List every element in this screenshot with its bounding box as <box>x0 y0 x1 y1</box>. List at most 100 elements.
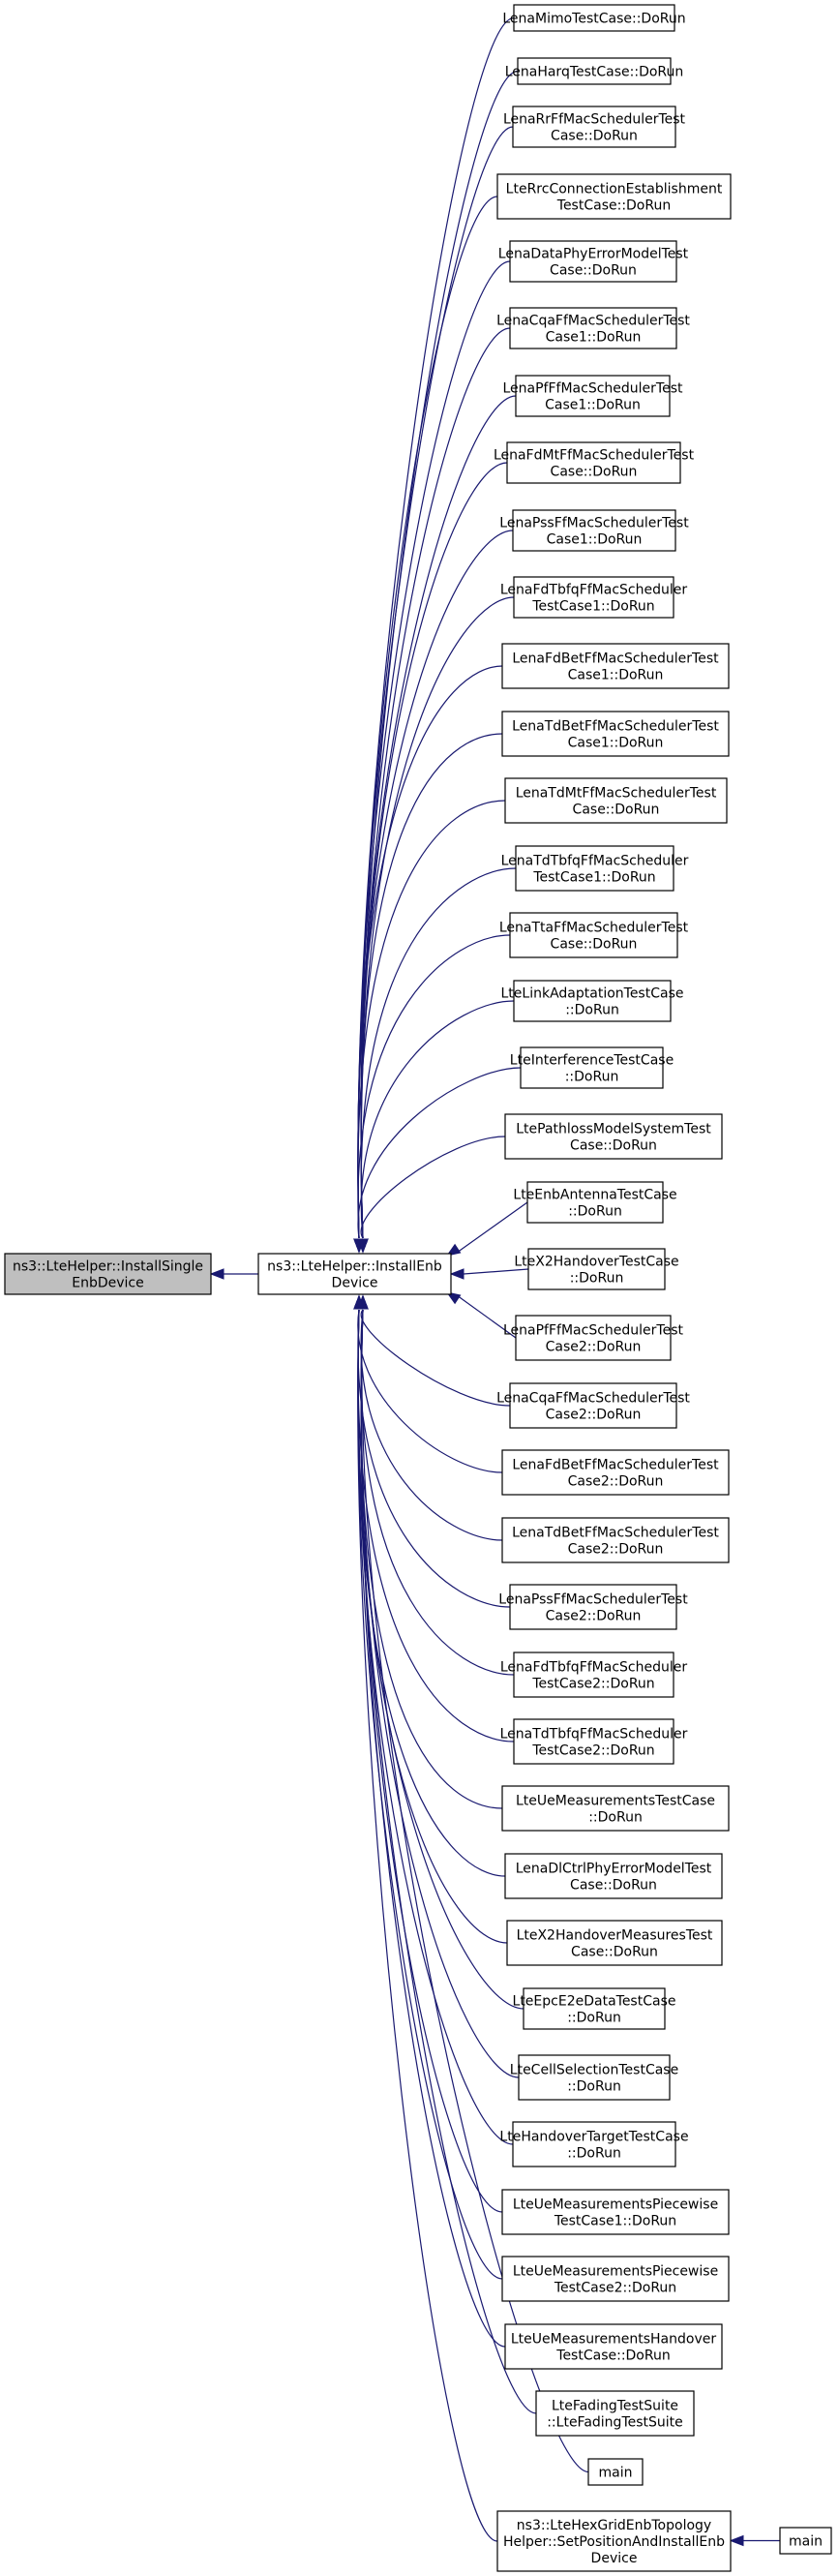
caller-node-box <box>513 576 674 619</box>
caller-node[interactable]: LteUeMeasurementsPiecewiseTestCase2::DoR… <box>501 2256 730 2302</box>
caller-node-label-line: ns3::LteHexGridEnbTopology <box>517 2518 711 2533</box>
caller-node-label-line: ::DoRun <box>567 2146 621 2162</box>
caller-node[interactable]: LenaMimoTestCase::DoRun <box>502 4 686 32</box>
caller-node-box <box>587 2458 644 2486</box>
main-caller-node[interactable]: main <box>779 2527 832 2555</box>
caller-node-label-line: TestCase1::DoRun <box>532 870 655 886</box>
caller-node-label-line: LteFadingTestSuite <box>552 2399 678 2414</box>
call-edge-arrow <box>449 1268 464 1280</box>
caller-node-label-line: Case2::DoRun <box>568 1542 664 1558</box>
call-edges <box>209 16 780 2547</box>
call-edge <box>360 462 508 1239</box>
caller-node-label-line: Device <box>591 2551 638 2566</box>
caller-node[interactable]: LteRrcConnectionEstablishmentTestCase::D… <box>496 173 732 220</box>
caller-node-label-line: Case::DoRun <box>573 803 660 818</box>
caller-node-box <box>512 106 676 148</box>
caller-node-label-line: Case1::DoRun <box>546 330 642 346</box>
caller-node-label-line: LenaPfFfMacSchedulerTest <box>503 381 683 397</box>
caller-node-label-line: LenaTdTbfqFfMacScheduler <box>501 854 689 869</box>
caller-node-label-line: Case2::DoRun <box>546 1340 642 1355</box>
caller-node[interactable]: LteInterferenceTestCase::DoRun <box>510 1046 674 1089</box>
caller-node-box <box>518 2054 671 2101</box>
caller-node[interactable]: LteUeMeasurementsTestCase::DoRun <box>501 1785 730 1832</box>
caller-node-box <box>501 1785 730 1832</box>
install-enb-device-node-box <box>257 1253 452 1295</box>
caller-node-label-line: ::DoRun <box>565 1003 619 1018</box>
caller-node-label-line: TestCase::DoRun <box>555 2349 670 2364</box>
caller-node-label-line: ::DoRun <box>567 2011 621 2026</box>
call-edge <box>360 733 503 1239</box>
caller-node[interactable]: LteCellSelectionTestCase::DoRun <box>510 2054 678 2101</box>
call-edge <box>357 1309 503 2280</box>
caller-node[interactable]: LteEpcE2eDataTestCase::DoRun <box>513 1987 676 2030</box>
caller-node[interactable]: ns3::LteHexGridEnbTopologyHelper::SetPos… <box>496 2510 732 2572</box>
install-enb-device-node-label-line: Device <box>332 1276 378 1291</box>
caller-node-box <box>527 1248 666 1290</box>
call-nodes: ns3::LteHelper::InstallSingleEnbDevicens… <box>4 4 832 2572</box>
caller-node-label-line: LenaTdMtFfMacSchedulerTest <box>516 786 717 802</box>
caller-node-box <box>512 509 676 552</box>
caller-node-label-line: Case::DoRun <box>551 937 638 953</box>
caller-node-label-line: LenaTdBetFfMacSchedulerTest <box>512 719 719 735</box>
caller-node-label-line: ::DoRun <box>588 1810 643 1826</box>
caller-node-box <box>509 240 677 283</box>
call-edge <box>360 1000 515 1239</box>
caller-node-box <box>504 2323 723 2370</box>
caller-node[interactable]: LteHandoverTargetTestCase::DoRun <box>499 2121 689 2167</box>
call-edge <box>360 70 519 1239</box>
caller-node[interactable]: LenaHarqTestCase::DoRun <box>505 57 684 85</box>
call-edge <box>357 1309 503 1473</box>
caller-node[interactable]: LteFadingTestSuite::LteFadingTestSuite <box>535 2390 695 2437</box>
caller-node-label-line: LenaMimoTestCase::DoRun <box>502 12 685 27</box>
caller-node-label-line: ::DoRun <box>568 1204 622 1220</box>
caller-node-label-line: Case2::DoRun <box>546 1408 642 1423</box>
call-edge <box>357 1309 515 1743</box>
caller-node-label-line: Case1::DoRun <box>547 532 643 548</box>
caller-node-label-line: LenaHarqTestCase::DoRun <box>505 65 684 80</box>
caller-node-label-line: ::DoRun <box>567 2079 621 2095</box>
caller-node[interactable]: LteX2HandoverTestCase::DoRun <box>514 1248 679 1290</box>
caller-node-label-line: LenaFdBetFfMacSchedulerTest <box>512 652 719 667</box>
caller-node[interactable]: main <box>587 2458 644 2486</box>
caller-node[interactable]: LteUeMeasurementsPiecewiseTestCase1::DoR… <box>501 2189 730 2235</box>
caller-node[interactable]: LteEnbAntennaTestCase::DoRun <box>513 1181 677 1224</box>
caller-node[interactable]: LteLinkAdaptationTestCase::DoRun <box>501 980 684 1022</box>
caller-node-label-line: Case::DoRun <box>551 465 638 480</box>
caller-node-label-line: TestCase1::DoRun <box>531 599 654 615</box>
call-edge <box>357 1067 522 1239</box>
caller-node-label-line: TestCase2::DoRun <box>554 2281 676 2296</box>
caller-node-box <box>513 1652 674 1698</box>
caller-node-box <box>523 1987 666 2030</box>
caller-node-label-line: LteEpcE2eDataTestCase <box>513 1994 676 2010</box>
call-edge <box>360 1309 515 1676</box>
caller-node-label-line: LenaRrFfMacSchedulerTest <box>503 112 686 128</box>
call-edge <box>360 1309 520 2078</box>
root-function-node-label-line: ns3::LteHelper::InstallSingle <box>13 1259 203 1275</box>
caller-node-box <box>517 57 672 85</box>
